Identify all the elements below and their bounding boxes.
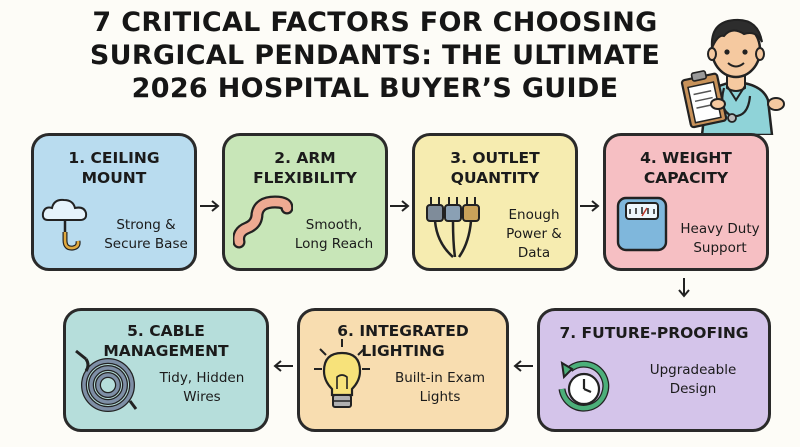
card-title-line: CAPACITY bbox=[643, 169, 729, 187]
card-desc-line: Data bbox=[517, 245, 551, 261]
card-title: 7. FUTURE-PROOFING bbox=[540, 323, 768, 343]
cloud-hook-icon bbox=[41, 198, 88, 251]
card-title-line: FLEXIBILITY bbox=[253, 169, 357, 187]
card-title: 4. WEIGHT CAPACITY bbox=[606, 148, 766, 188]
card-desc-line: Power & bbox=[506, 226, 562, 242]
card-title: 1. CEILING MOUNT bbox=[34, 148, 194, 188]
flexible-arm-icon bbox=[233, 195, 293, 249]
card-description: Strong & Secure Base bbox=[96, 216, 196, 254]
card-title: 3. OUTLET QUANTITY bbox=[415, 148, 575, 188]
card-title-line: 7. FUTURE-PROOFING bbox=[559, 324, 749, 342]
card-title-line: 4. WEIGHT bbox=[640, 149, 732, 167]
card-title-line: LIGHTING bbox=[361, 342, 445, 360]
doctor-illustration bbox=[680, 18, 785, 135]
card-desc-line: Support bbox=[693, 240, 747, 256]
card-title-line: MANAGEMENT bbox=[103, 342, 229, 360]
factor-card-ceiling-mount: 1. CEILING MOUNT Strong & Secure Base bbox=[31, 133, 197, 271]
arrow-down-icon bbox=[678, 278, 690, 298]
factor-card-integrated-lighting: 6. INTEGRATED LIGHTING Built-in Exam Lig… bbox=[297, 308, 509, 432]
card-desc-line: Upgradeable bbox=[649, 362, 737, 378]
coiled-cable-icon bbox=[75, 349, 138, 412]
card-title-line: 5. CABLE bbox=[127, 322, 205, 340]
card-desc-line: Heavy Duty bbox=[680, 221, 760, 237]
factor-card-cable-management: 5. CABLE MANAGEMENT Tidy, Hidden Wires bbox=[63, 308, 269, 432]
light-bulb-icon bbox=[314, 339, 370, 408]
card-desc-line: Built-in Exam bbox=[394, 370, 486, 386]
card-title: 6. INTEGRATED LIGHTING bbox=[300, 321, 506, 361]
arrow-right-icon bbox=[580, 200, 600, 212]
page-title: 7 CRITICAL FACTORS FOR CHOOSING SURGICAL… bbox=[60, 6, 690, 105]
title-line-1: 7 CRITICAL FACTORS FOR CHOOSING bbox=[92, 7, 658, 38]
card-desc-line: Tidy, Hidden bbox=[159, 370, 245, 386]
card-desc-line: Enough bbox=[508, 207, 560, 223]
card-title-line: 6. INTEGRATED bbox=[337, 322, 469, 340]
card-desc-line: Lights bbox=[419, 389, 461, 405]
clock-refresh-icon bbox=[558, 360, 610, 412]
card-description: Tidy, Hidden Wires bbox=[138, 369, 266, 407]
card-description: Smooth, Long Reach bbox=[281, 216, 387, 254]
power-plugs-icon bbox=[426, 197, 480, 258]
arrow-right-icon bbox=[390, 200, 410, 212]
arrow-left-icon bbox=[273, 360, 293, 372]
card-title-line: 3. OUTLET bbox=[450, 149, 540, 167]
title-line-2: SURGICAL PENDANTS: THE ULTIMATE bbox=[89, 40, 661, 71]
card-title: 2. ARM FLEXIBILITY bbox=[225, 148, 385, 188]
card-title: 5. CABLE MANAGEMENT bbox=[66, 321, 266, 361]
factor-card-future-proofing: 7. FUTURE-PROOFING Upgradeable Design bbox=[537, 308, 771, 432]
card-desc-line: Secure Base bbox=[104, 236, 188, 252]
factor-card-arm-flexibility: 2. ARM FLEXIBILITY Smooth, Long Reach bbox=[222, 133, 388, 271]
card-desc-line: Design bbox=[669, 381, 717, 397]
arrow-left-icon bbox=[513, 360, 533, 372]
factor-card-weight-capacity: 4. WEIGHT CAPACITY Heavy Duty Support bbox=[603, 133, 769, 271]
card-description: Heavy Duty Support bbox=[670, 220, 770, 258]
card-desc-line: Long Reach bbox=[294, 236, 374, 252]
card-description: Enough Power & Data bbox=[491, 206, 577, 263]
factor-card-outlet-quantity: 3. OUTLET QUANTITY Enough Power & Data bbox=[412, 133, 578, 271]
card-title-line: 1. CEILING bbox=[68, 149, 160, 167]
card-description: Built-in Exam Lights bbox=[374, 369, 506, 407]
arrow-right-icon bbox=[200, 200, 220, 212]
card-desc-line: Wires bbox=[183, 389, 221, 405]
card-desc-line: Strong & bbox=[116, 217, 176, 233]
weighing-scale-icon bbox=[616, 196, 668, 252]
title-line-3: 2026 HOSPITAL BUYER’S GUIDE bbox=[131, 73, 619, 104]
card-title-line: 2. ARM bbox=[274, 149, 336, 167]
card-desc-line: Smooth, bbox=[305, 217, 363, 233]
card-description: Upgradeable Design bbox=[618, 361, 768, 399]
card-title-line: QUANTITY bbox=[450, 169, 540, 187]
card-title-line: MOUNT bbox=[81, 169, 147, 187]
